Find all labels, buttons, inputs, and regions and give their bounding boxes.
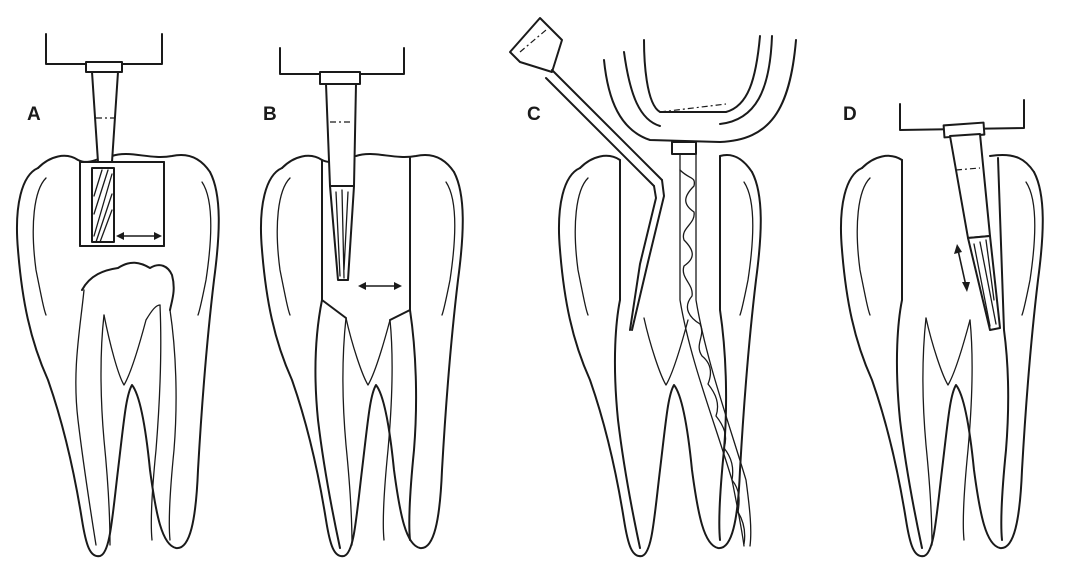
endodontic-instrument-icon	[510, 18, 664, 330]
horizontal-arrow-b-icon	[358, 282, 402, 290]
handpiece-d	[900, 100, 1024, 238]
panel-a	[17, 34, 219, 556]
tooth-a	[17, 154, 219, 556]
tooth-b	[261, 154, 463, 556]
handpiece-a	[46, 34, 162, 162]
tapered-bur-d-icon	[968, 236, 1000, 330]
vertical-arrow-icon	[954, 244, 970, 292]
panel-b	[261, 48, 463, 556]
handpiece-b	[280, 48, 404, 186]
tooth-d	[841, 155, 1043, 556]
handpiece-c	[604, 36, 796, 154]
spiral-file-icon	[680, 154, 751, 546]
panel-d	[841, 100, 1043, 556]
panel-c	[510, 18, 796, 556]
cylindrical-bur-icon	[92, 168, 114, 242]
tapered-bur-icon	[330, 186, 354, 280]
